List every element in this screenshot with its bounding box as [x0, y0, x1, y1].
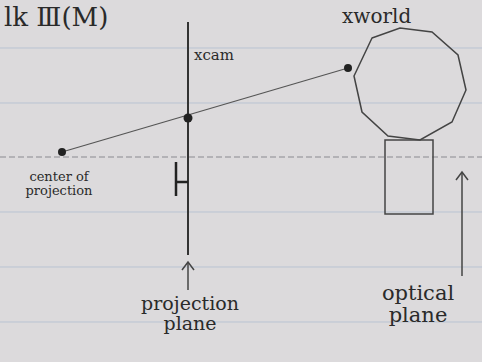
right-angle-mark	[176, 162, 188, 196]
ruled-lines	[0, 48, 482, 322]
head-outline	[354, 28, 466, 140]
center-label: center of projection	[4, 170, 114, 197]
xcam-dot	[184, 114, 193, 123]
pointer-arrows	[182, 172, 468, 290]
plane-label: projection plane	[140, 294, 240, 334]
projection-plane-line	[187, 22, 189, 255]
optical-axis	[0, 156, 482, 157]
center-dot	[58, 148, 66, 156]
xcam-label: xcam	[194, 48, 254, 64]
xworld-dot	[344, 64, 352, 72]
optical-label: optical plane	[362, 282, 474, 326]
projection-ray	[62, 68, 348, 152]
xworld-label: xworld	[342, 6, 442, 27]
neck-outline	[385, 140, 433, 214]
page-heading: lk Ⅲ(M)	[4, 4, 154, 31]
